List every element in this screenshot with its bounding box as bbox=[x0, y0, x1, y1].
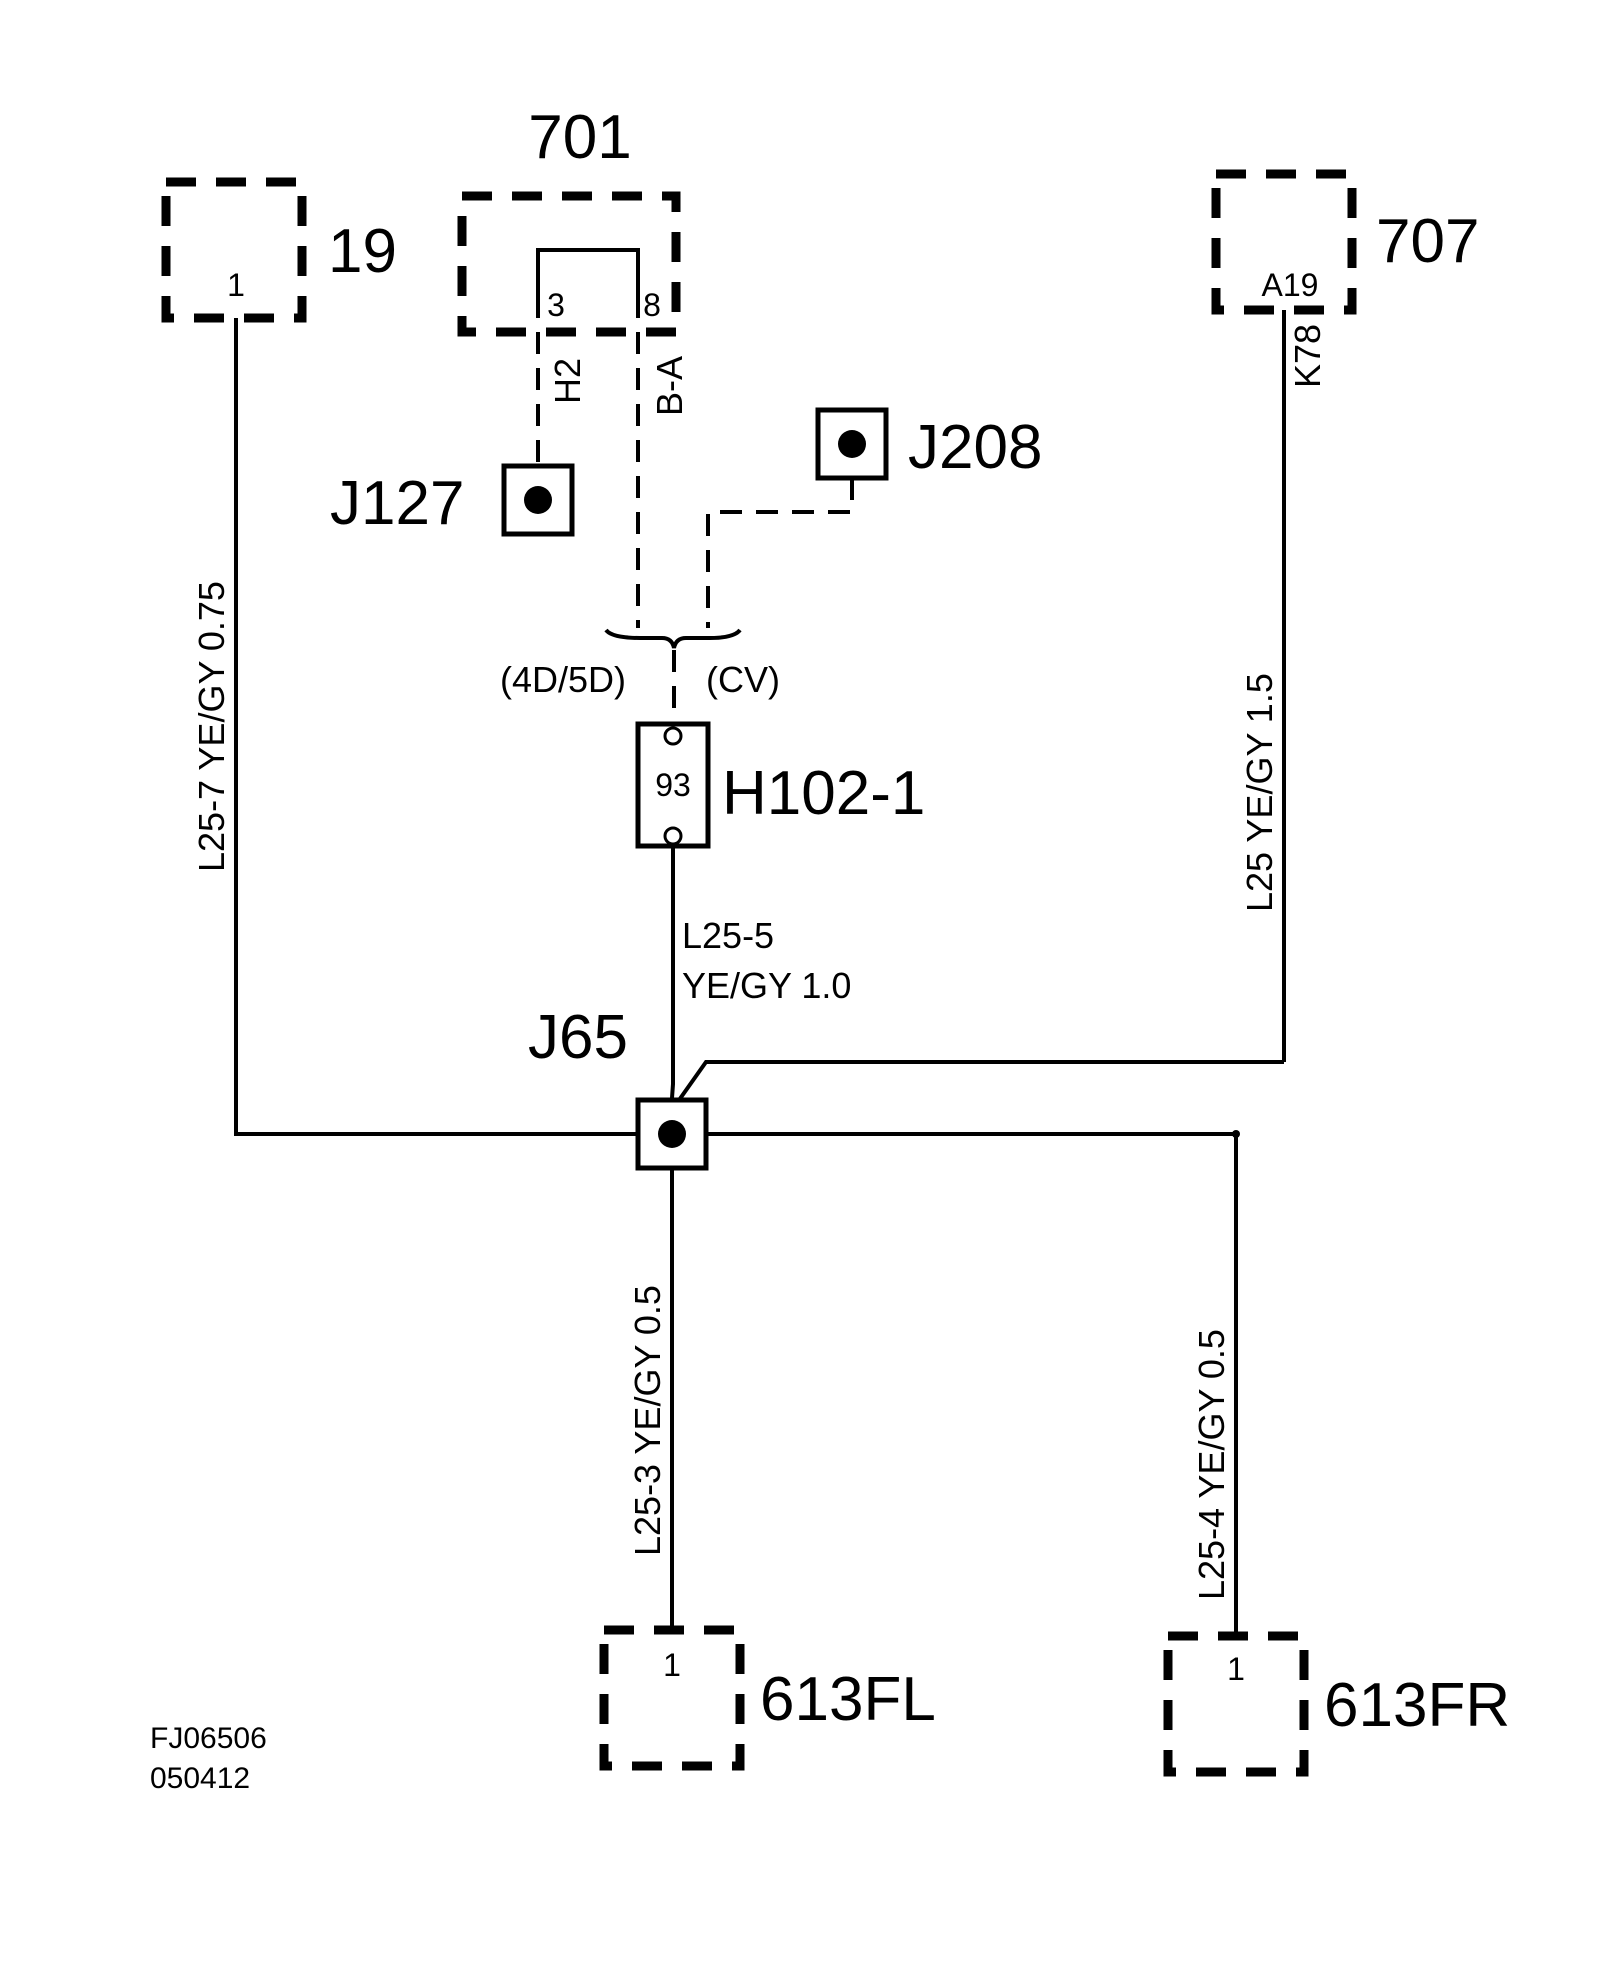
wire-k78-label: K78 bbox=[1287, 324, 1328, 388]
wire-l25-7-label: L25-7 YE/GY 0.75 bbox=[191, 581, 232, 872]
diagram-date: 050412 bbox=[150, 1762, 250, 1795]
wire-l25-5-label-b: YE/GY 1.0 bbox=[682, 965, 851, 1006]
component-613fl-label: 613FL bbox=[760, 1665, 936, 1734]
component-613fr-outline bbox=[1163, 1631, 1309, 1777]
wire-h2-label: H2 bbox=[547, 358, 588, 404]
component-701[interactable]: 701 3 8 bbox=[457, 103, 681, 337]
component-19-pin: 1 bbox=[227, 267, 245, 303]
component-613fr[interactable]: 1 613FR bbox=[1163, 1631, 1510, 1777]
component-707-outline bbox=[1211, 169, 1357, 315]
component-19-outline bbox=[161, 177, 307, 323]
component-701-outline bbox=[457, 191, 681, 337]
splice-j127-dot bbox=[524, 486, 552, 514]
splice-j65-dot bbox=[658, 1120, 686, 1148]
component-613fl-pin: 1 bbox=[663, 1647, 681, 1683]
wire-l25-5[interactable] bbox=[668, 844, 675, 1127]
connector-h102-1-label: H102-1 bbox=[722, 759, 925, 828]
component-701-pin-3: 3 bbox=[547, 287, 565, 323]
diagram-code: FJ06506 bbox=[150, 1722, 267, 1755]
component-707[interactable]: A19 707 bbox=[1211, 169, 1479, 315]
component-613fr-pin: 1 bbox=[1227, 1651, 1245, 1687]
splice-j208[interactable]: J208 bbox=[815, 407, 1042, 482]
wire-l25-4-bend bbox=[1232, 1130, 1240, 1138]
wire-b-a-label: B-A bbox=[649, 356, 690, 416]
splice-j208-label: J208 bbox=[908, 413, 1042, 482]
component-701-label: 701 bbox=[528, 103, 631, 172]
wire-l25-4[interactable] bbox=[706, 1132, 1238, 1634]
variant-left-label: (4D/5D) bbox=[500, 659, 626, 700]
component-701-pin-8: 8 bbox=[643, 287, 661, 323]
connector-h102-1-top-terminal bbox=[663, 726, 683, 746]
splice-j127[interactable]: J127 bbox=[330, 463, 575, 538]
wire-j208-cv[interactable] bbox=[706, 478, 854, 628]
wire-l25-5-label-a: L25-5 bbox=[682, 915, 774, 956]
connector-h102-1[interactable]: 93 H102-1 bbox=[635, 721, 925, 849]
component-701-internal-link bbox=[536, 248, 640, 318]
splice-j65-label: J65 bbox=[528, 1003, 628, 1072]
splice-j127-label: J127 bbox=[330, 469, 464, 538]
wire-l25-707-to-j65[interactable] bbox=[670, 1060, 1284, 1112]
component-613fr-label: 613FR bbox=[1324, 1671, 1510, 1740]
splice-j208-dot bbox=[838, 430, 866, 458]
component-613fl[interactable]: 1 613FL bbox=[599, 1625, 936, 1771]
component-707-label: 707 bbox=[1376, 207, 1479, 276]
connector-h102-1-bottom-terminal bbox=[663, 826, 683, 846]
component-19[interactable]: 1 19 bbox=[161, 177, 397, 323]
wire-l25-7[interactable] bbox=[234, 318, 636, 1136]
component-19-label: 19 bbox=[328, 217, 397, 286]
variant-right-label: (CV) bbox=[706, 659, 780, 700]
wire-l25-label: L25 YE/GY 1.5 bbox=[1239, 673, 1280, 912]
connector-h102-1-pin: 93 bbox=[655, 767, 691, 803]
wire-l25-3-label: L25-3 YE/GY 0.5 bbox=[627, 1285, 668, 1556]
variant-brace bbox=[604, 628, 742, 649]
splice-j65[interactable]: J65 bbox=[528, 1003, 709, 1171]
component-707-pin: A19 bbox=[1262, 267, 1319, 303]
component-613fl-outline bbox=[599, 1625, 745, 1771]
wire-l25-4-label: L25-4 YE/GY 0.5 bbox=[1191, 1329, 1232, 1600]
